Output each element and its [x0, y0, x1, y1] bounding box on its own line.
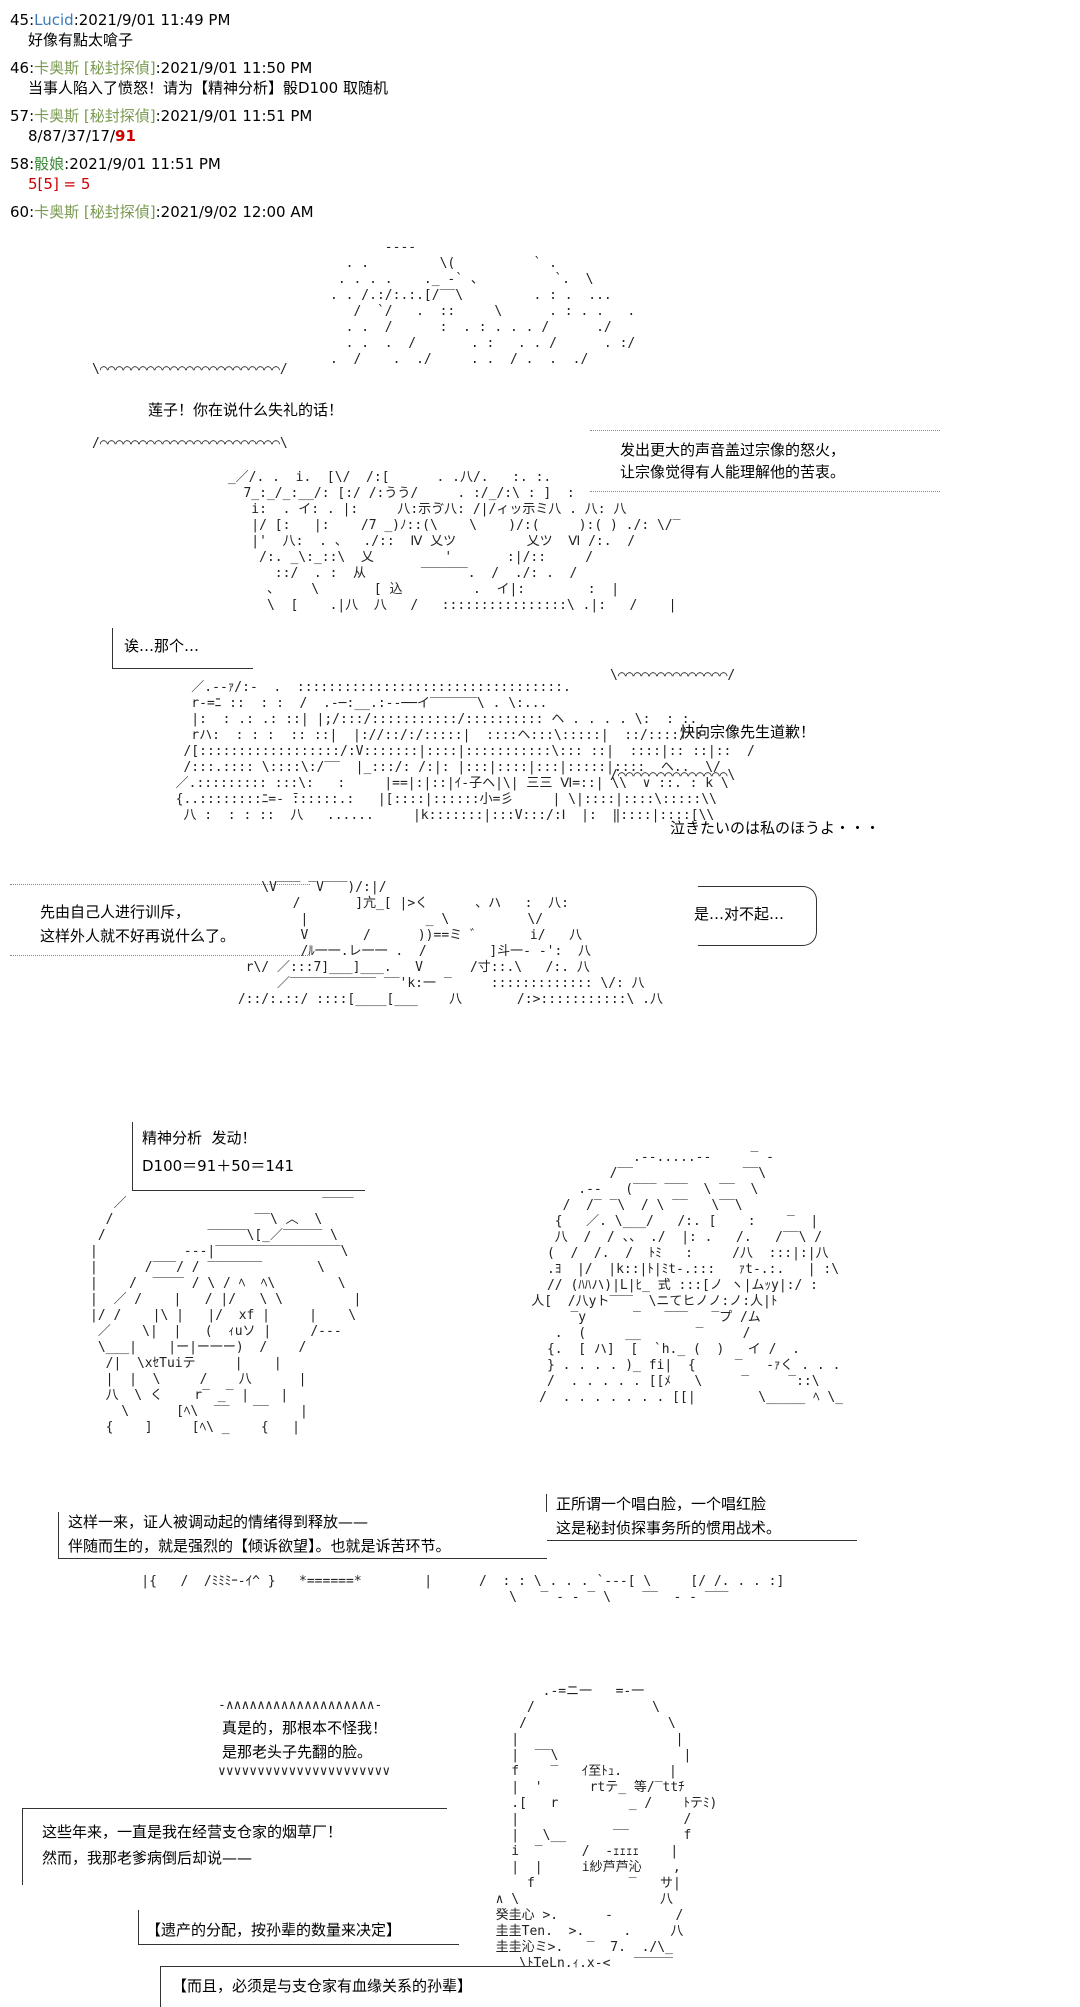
- post-46: 46:卡奥斯 [秘封探偵]:2021/9/01 11:50 PM 当事人陷入了愤…: [10, 58, 388, 98]
- post-number: 60:: [10, 203, 35, 221]
- poster-name[interactable]: 卡奥斯 [秘封探偵]: [34, 59, 156, 77]
- post-date: :2021/9/01 11:51 PM: [64, 155, 221, 173]
- post-date: :2021/9/01 11:49 PM: [73, 11, 231, 29]
- dice-result: 91: [115, 127, 136, 145]
- post-number: 45:: [10, 11, 35, 29]
- caption-left-line-1: 这样一来，证人被调动起的情绪得到释放——: [68, 1513, 369, 1531]
- post-body: 当事人陷入了愤怒！请为【精神分析】骰D100 取随机: [28, 79, 388, 97]
- post-date: :2021/9/02 12:00 AM: [155, 203, 314, 221]
- story-box: [22, 1808, 447, 1885]
- poster-name[interactable]: Lucid: [34, 11, 74, 29]
- post-60: 60:卡奥斯 [秘封探偵]:2021/9/02 12:00 AM: [10, 202, 314, 222]
- analysis-title: 精神分析 发动！: [142, 1129, 257, 1147]
- narration-left-line-2: 这样外人就不好再说什么了。: [40, 927, 236, 945]
- post-date: :2021/9/01 11:50 PM: [155, 59, 313, 77]
- story-line-2: 然而，我那老爹病倒后却说——: [42, 1849, 253, 1867]
- dice-result: 5[5] = 5: [28, 175, 91, 193]
- caption-box-right: [546, 1494, 857, 1541]
- ascii-speech-border-apology-top: \⌒⌒⌒⌒⌒⌒⌒⌒⌒⌒⌒⌒⌒⌒/: [610, 668, 736, 683]
- narration-left-line-1: 先由自己人进行训斥，: [40, 903, 191, 921]
- speech-sorry: 是…对不起…: [694, 905, 785, 923]
- post-date: :2021/9/01 11:51 PM: [155, 107, 313, 125]
- post-body: 好像有點太嗆子: [28, 31, 134, 49]
- narration-box-right: [590, 430, 940, 492]
- speech-he-started: 是那老头子先翻的脸。: [222, 1743, 373, 1761]
- ascii-speech-border-apology-bottom: /⌒⌒⌒⌒⌒⌒⌒⌒⌒⌒⌒⌒⌒⌒\: [610, 768, 736, 783]
- analysis-box: [132, 1122, 365, 1191]
- analysis-result: D100＝91＋50＝141: [142, 1157, 294, 1175]
- narration-box-left: [10, 884, 310, 956]
- speech-apologize: 快向宗像先生道歉！: [680, 723, 816, 741]
- caption-box-left: [58, 1512, 547, 1559]
- ascii-speech-border-oldman-top: ‐∧∧∧∧∧∧∧∧∧∧∧∧∧∧∧∧∧∧∧‐: [218, 1698, 383, 1713]
- story-line-1: 这些年来，一直是我在经营支仓家的烟草厂！: [42, 1823, 343, 1841]
- caption-right-line-2: 这是秘封侦探事务所的惯用战术。: [556, 1519, 782, 1537]
- speech-box-maribel: [112, 628, 253, 669]
- poster-name[interactable]: 卡奥斯 [秘封探偵]: [34, 107, 156, 125]
- ascii-art-scene-1-top: ---- . . \( ` . . . . . ._ -` 、 `. \ . .…: [330, 240, 636, 367]
- post-57: 57:卡奥斯 [秘封探偵]:2021/9/01 11:51 PM 8/87/37…: [10, 106, 312, 146]
- caption-right-line-1: 正所谓一个唱白脸，一个唱红脸: [556, 1495, 767, 1513]
- ascii-art-old-man: .-=ニ一 =-一 / \ / \ | | | ‾‾\ | f ‾ ｲ至ﾄｭ. …: [495, 1684, 718, 1971]
- poster-name[interactable]: 卡奥斯 [秘封探偵]: [34, 203, 156, 221]
- ascii-speech-border-oldman-bottom: ∨∨∨∨∨∨∨∨∨∨∨∨∨∨∨∨∨∨∨∨∨∨: [218, 1764, 391, 1779]
- poster-name[interactable]: 骰娘: [34, 155, 65, 173]
- dice-rolls: 8/87/37/17/: [28, 127, 116, 145]
- rule-line-2: 【而且，必须是与支仓家有血缘关系的孙辈】: [172, 1977, 473, 1995]
- post-number: 58:: [10, 155, 35, 173]
- post-number: 57:: [10, 107, 35, 125]
- speech-not-my-fault: 真是的，那根本不怪我！: [222, 1719, 388, 1737]
- caption-left-line-2: 伴随而生的，就是强烈的【倾诉欲望】。也就是诉苦环节。: [68, 1537, 451, 1555]
- narration-right-line-2: 让宗像觉得有人能理解他的苦衷。: [620, 463, 846, 481]
- ascii-art-scene-1-lower: \V‾‾‾ ‾V‾‾‾)/:|/ / ]亢_[ |>く 、ハ : 八: | _ …: [237, 880, 663, 1007]
- speech-renko-scold: 莲子！你在说什么失礼的话！: [148, 401, 344, 419]
- rule-line-1: 【遗产的分配，按孙辈的数量来决定】: [146, 1921, 402, 1939]
- ascii-art-scene-2-bottom: |{ / /ﾐﾐﾐｰ-ｲ^ } *======* | / : : \ . . .…: [141, 1574, 785, 1605]
- speech-want-to-cry: 泣きたいのは私のほうよ・・・: [670, 819, 881, 837]
- ascii-art-scene-1-body: ／.‐-ｧ/:‐ . :::::::::::::::::::::::::::::…: [175, 680, 755, 823]
- ascii-speech-border-bottom: /⌒⌒⌒⌒⌒⌒⌒⌒⌒⌒⌒⌒⌒⌒⌒⌒⌒⌒⌒⌒⌒⌒⌒\: [92, 436, 288, 451]
- ascii-art-character-right: .‐‐.....‐- ‾ - /‾‾ ‾‾\ .‐‐ (‾‾‾ ‾‾‾ \ ‾‾…: [531, 1150, 844, 1405]
- ascii-speech-border-top: \⌒⌒⌒⌒⌒⌒⌒⌒⌒⌒⌒⌒⌒⌒⌒⌒⌒⌒⌒⌒⌒⌒⌒/: [92, 362, 288, 377]
- post-number: 46:: [10, 59, 35, 77]
- speech-bubble-sorry: [698, 886, 817, 946]
- ascii-art-character-left: ／ ‾‾‾‾ / ‾‾\ ︿ \ / ‾‾‾‾‾\[_／‾‾‾‾‾ \ | --…: [90, 1196, 362, 1435]
- ascii-art-scene-1-mid: _／/. . i. [\/ /:[ . .八/. :. :. 7_:_/_:__…: [227, 470, 681, 613]
- narration-right-line-1: 发出更大的声音盖过宗像的怒火，: [620, 441, 846, 459]
- post-45: 45:Lucid:2021/9/01 11:49 PM 好像有點太嗆子: [10, 10, 230, 50]
- speech-maribel-hesitate: 诶…那个…: [124, 637, 200, 655]
- rule-box-1: [138, 1910, 459, 1945]
- post-58: 58:骰娘:2021/9/01 11:51 PM 5[5] = 5: [10, 154, 221, 194]
